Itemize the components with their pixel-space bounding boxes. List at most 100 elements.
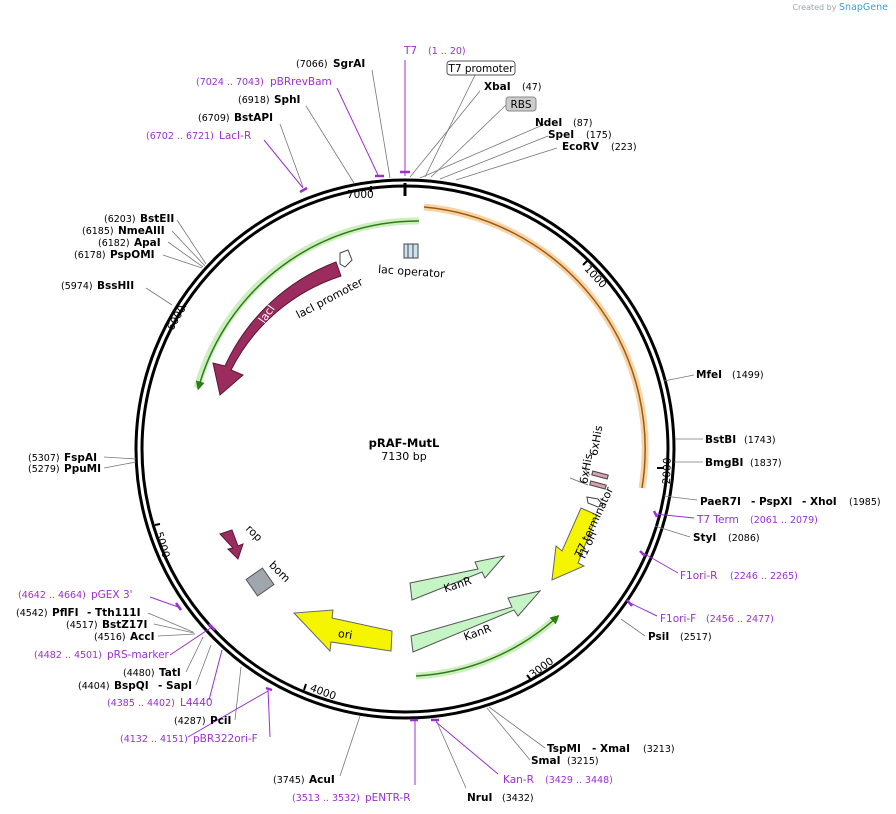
credit-prefix: Created by: [792, 3, 837, 12]
6xhis-box-1: [591, 470, 609, 480]
primer-name: pENTR-R: [365, 792, 411, 804]
site-name: AcuI: [309, 774, 335, 786]
site-pos: (1743): [744, 435, 776, 446]
site-name: PsiI: [648, 631, 669, 643]
lac-operator-box: [403, 243, 419, 259]
site-pos: (4516): [94, 632, 126, 643]
laci-arrow: [212, 261, 342, 396]
site-pos: (5974): [61, 281, 93, 292]
site-name: AccI: [130, 631, 154, 643]
primer-range: (6702 .. 6721): [146, 131, 214, 142]
laci-promoter-arrow: [339, 249, 353, 268]
ori-label: ori: [337, 627, 353, 642]
site-name: PaeR7I: [700, 496, 741, 508]
rbs-label: RBS: [511, 99, 532, 111]
site-name-2: - XmaI: [592, 743, 630, 755]
primer-range: (2246 .. 2265): [730, 571, 798, 582]
primer-name: LacI-R: [219, 130, 251, 142]
primer-name: T7: [403, 45, 417, 57]
primer-range: (7024 .. 7043): [196, 77, 264, 88]
ruler-label: 7000: [347, 189, 374, 201]
site-pos: (175): [586, 130, 612, 141]
rop-arrow: [219, 529, 244, 560]
f1-ori-arrow: [551, 507, 598, 581]
ruler-label: 3000: [527, 655, 556, 680]
t7-promoter-box: [446, 60, 516, 76]
primer-labels: T7 (1 .. 20) (7024 .. 7043) pBRrevBam (6…: [18, 45, 818, 804]
site-pos: (87): [573, 118, 593, 129]
site-pos: (1499): [732, 370, 764, 381]
site-name: TatI: [159, 667, 181, 679]
site-pos: (4287): [174, 716, 206, 727]
site-pos: (6203): [104, 214, 136, 225]
site-name: XbaI: [484, 81, 511, 93]
snapgene-credit: Created by SnapGene: [792, 2, 888, 13]
site-pos: (5307): [28, 453, 60, 464]
primer-name: pBRrevBam: [270, 76, 332, 88]
plasmid-length: 7130 bp: [381, 450, 426, 463]
primer-range: (4132 .. 4151): [120, 734, 188, 745]
primer-name: L4440: [180, 697, 213, 709]
primer-name: T7 Term: [696, 514, 739, 526]
site-name: NmeAIII: [118, 225, 165, 237]
site-name: PflFI: [52, 607, 79, 619]
rbs-box: [505, 96, 537, 112]
primer-name: pBR322ori-F: [193, 733, 258, 745]
site-pos: (4404): [78, 681, 110, 692]
primer-name: Kan-R: [503, 774, 534, 786]
site-pos: (7066): [296, 59, 328, 70]
primer-lines: [149, 60, 695, 785]
ruler-label: 2000: [661, 457, 674, 484]
primer-name: F1ori-F: [660, 613, 696, 625]
orf-arc-green2: [415, 614, 560, 677]
site-name: ApaI: [134, 237, 161, 249]
site-pos: (6185): [82, 226, 114, 237]
site-pos: (47): [522, 82, 542, 93]
kanr-arrow-2: [410, 590, 542, 653]
leader-lines: [103, 68, 703, 789]
site-name: MfeI: [696, 369, 722, 381]
6xhis-label-2: 6xHis: [587, 424, 605, 457]
site-name: TspMI: [547, 743, 581, 755]
primer-name: pRS-marker: [107, 649, 170, 661]
primer-range: (3513 .. 3532): [292, 793, 360, 804]
backbone-outer-ring: [134, 178, 676, 720]
site-pos: (1985): [849, 497, 881, 508]
site-pos: (5279): [28, 464, 60, 475]
site-name: StyI: [693, 532, 716, 544]
primer-name: pGEX 3': [91, 589, 133, 601]
site-name: SpeI: [548, 129, 574, 141]
t7-terminator-symbol: [586, 496, 604, 508]
site-pos: (6182): [98, 238, 130, 249]
site-name: SgrAI: [333, 58, 365, 70]
site-pos: (4542): [16, 608, 48, 619]
site-pos: (4480): [123, 668, 155, 679]
site-name: BstAPI: [234, 112, 273, 124]
site-name: FspAI: [64, 452, 97, 464]
site-name-2: - PspXI: [751, 496, 792, 508]
site-pos: (3215): [567, 756, 599, 767]
site-pos: (1837): [750, 458, 782, 469]
site-pos: (6918): [238, 95, 270, 106]
site-name: PpuMI: [64, 463, 101, 475]
site-name-2: - SapI: [158, 680, 192, 692]
rop-label: rop: [243, 522, 265, 544]
site-name: PspOMI: [110, 249, 155, 261]
site-name: SphI: [274, 94, 300, 106]
site-name: EcoRV: [562, 141, 600, 153]
site-name: BstBI: [705, 434, 736, 446]
primer-range: (2456 .. 2477): [706, 614, 774, 625]
primer-range: (4482 .. 4501): [34, 650, 102, 661]
plasmid-name: pRAF-MutL: [369, 436, 440, 450]
primer-name: F1ori-R: [680, 570, 717, 582]
site-name: NruI: [467, 792, 492, 804]
site-name: BstEII: [140, 213, 174, 225]
site-pos: (4517): [66, 620, 98, 631]
site-pos: (3745): [273, 775, 305, 786]
site-pos: (3432): [502, 793, 534, 804]
site-pos: (2086): [728, 533, 760, 544]
site-name-2: - Tth111I: [87, 607, 141, 619]
site-name: SmaI: [531, 755, 561, 767]
site-name: BstZ17I: [102, 619, 147, 631]
